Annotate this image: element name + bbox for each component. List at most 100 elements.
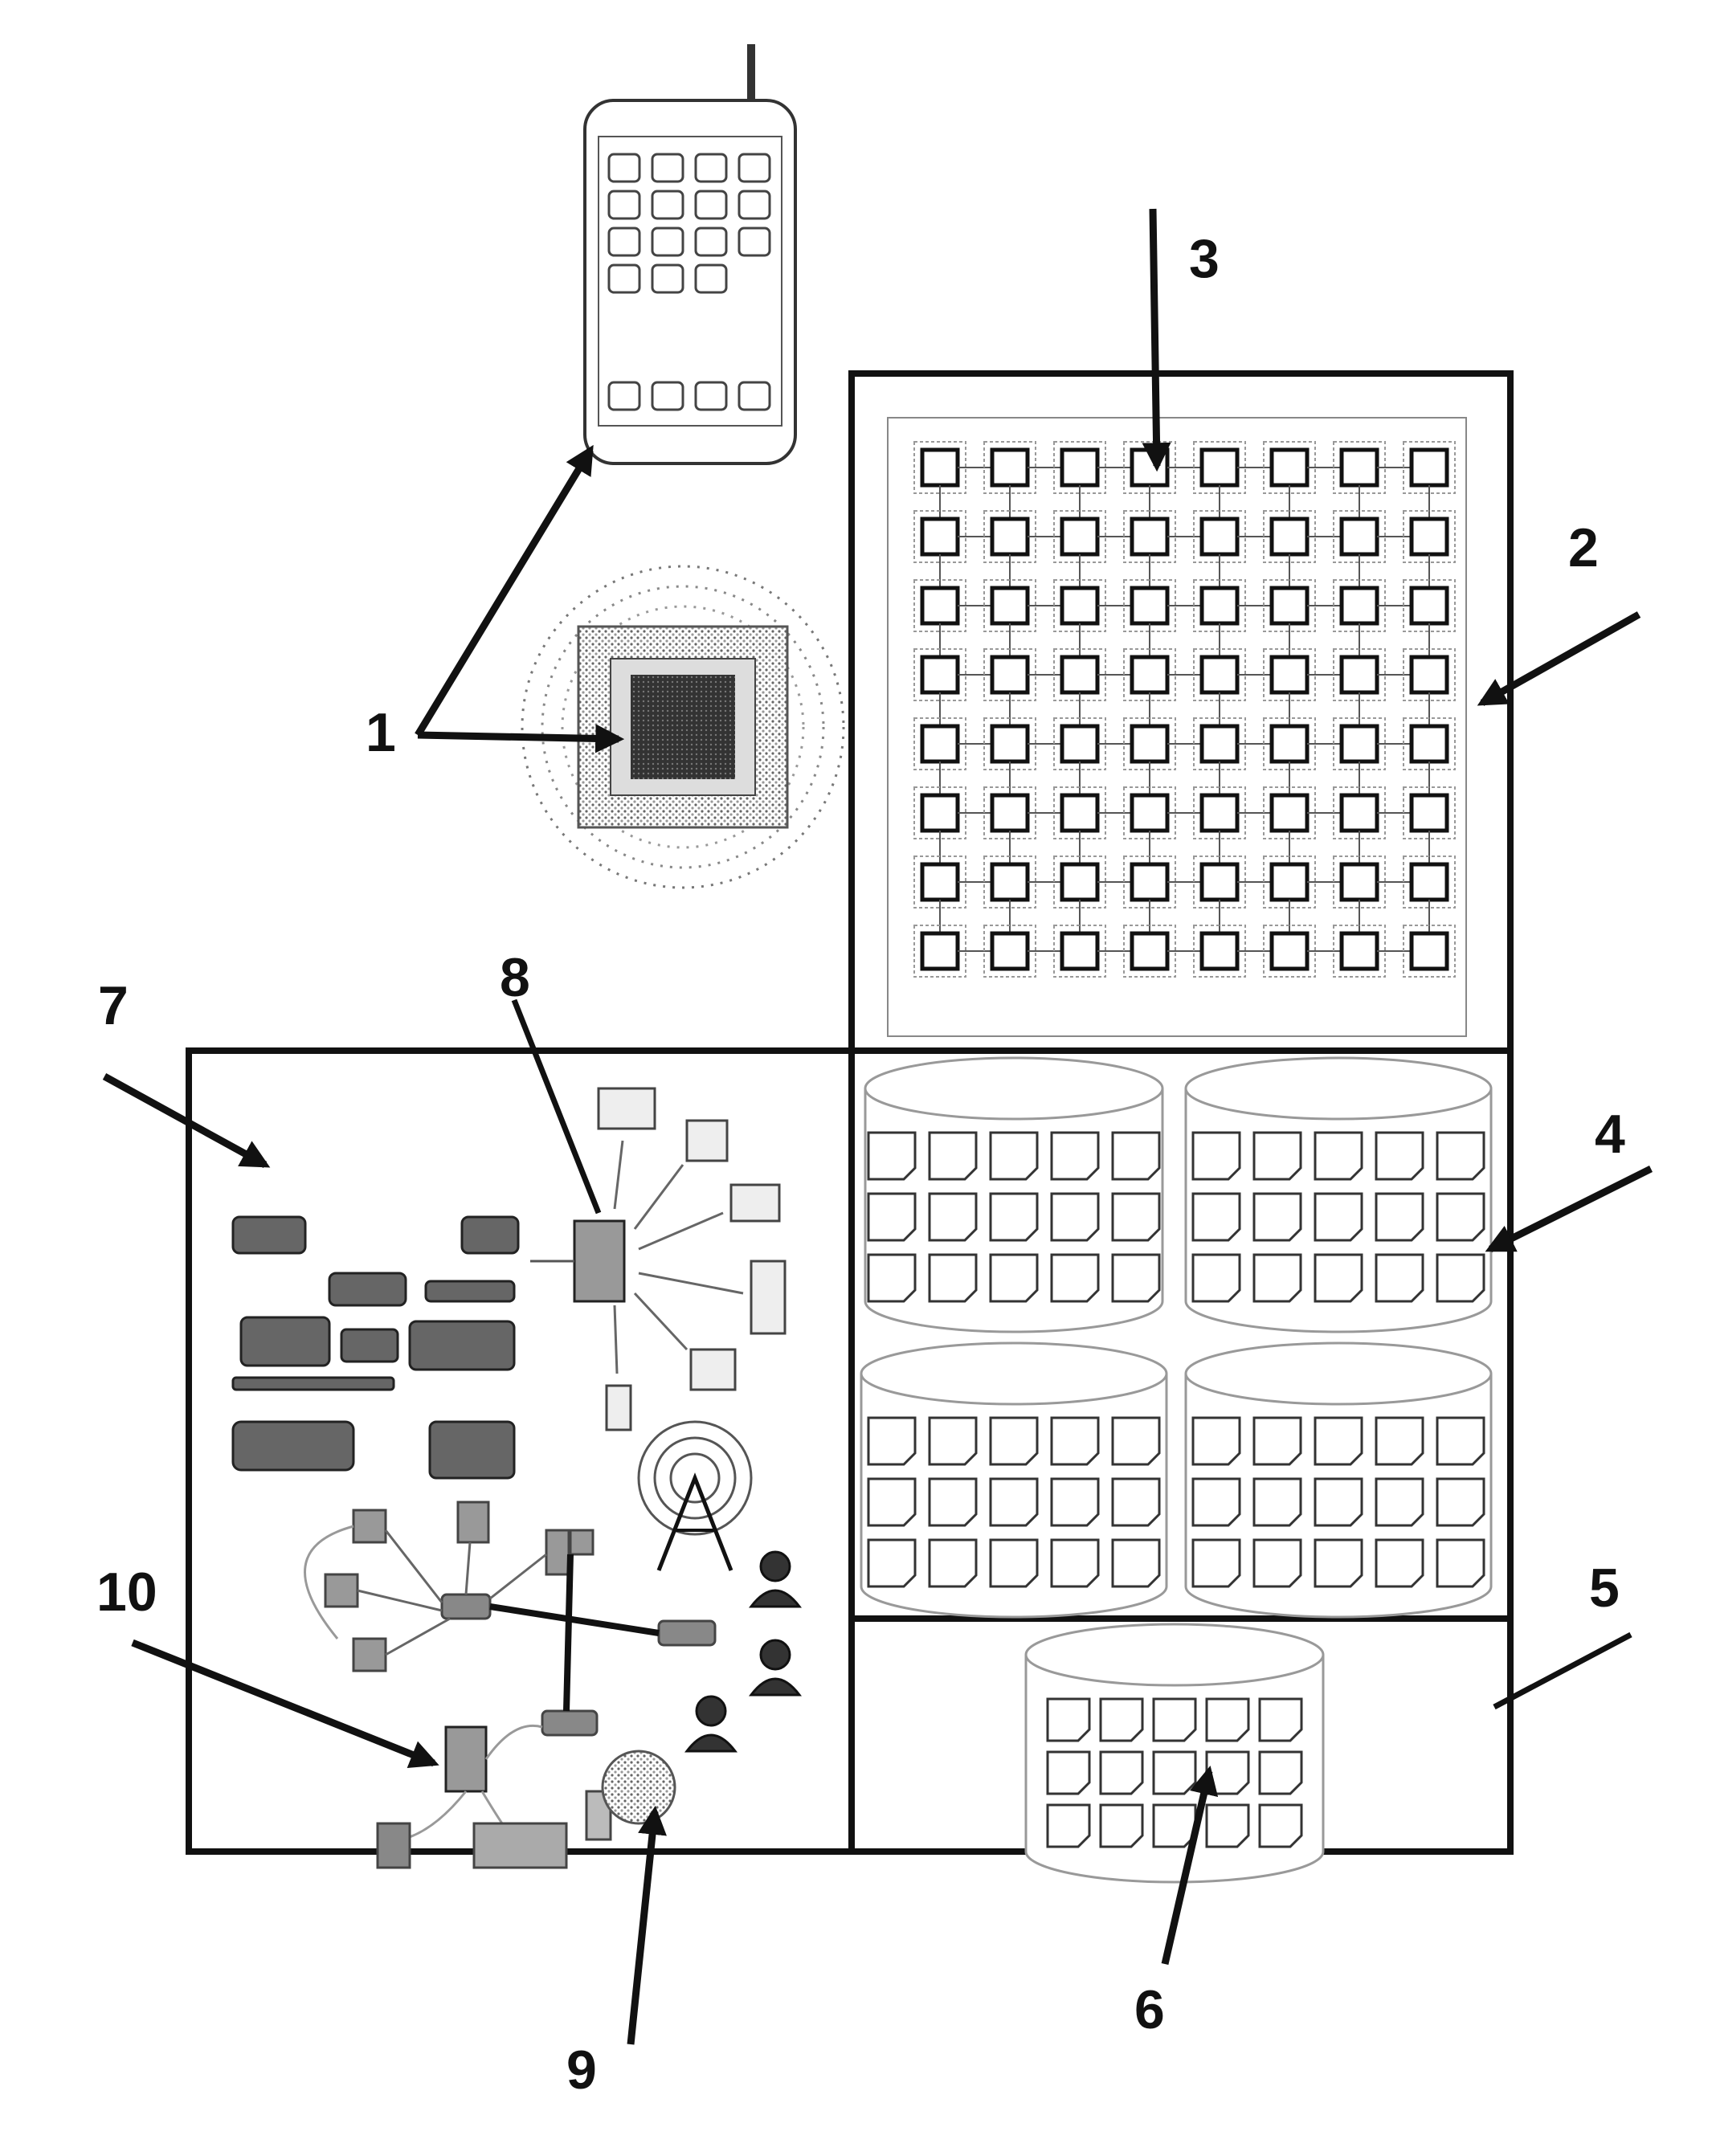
- processor-cell-frame: [1053, 648, 1106, 701]
- processor-cell: [1339, 862, 1379, 902]
- processor-cell: [920, 793, 960, 833]
- processor-cell-frame: [1053, 579, 1106, 632]
- processor-cell: [920, 517, 960, 557]
- record-document: [1152, 1750, 1197, 1795]
- processor-cell-frame: [1123, 717, 1176, 770]
- app-tile: [738, 153, 771, 183]
- app-tile: [694, 227, 728, 257]
- processor-cell: [1409, 862, 1449, 902]
- processor-cell: [1409, 724, 1449, 764]
- vehicle-icon: [231, 1215, 520, 1480]
- processor-cell: [1060, 724, 1100, 764]
- processor-cell-frame: [1123, 786, 1176, 839]
- processor-cell: [1130, 862, 1170, 902]
- processor-cell: [1339, 586, 1379, 626]
- record-document: [989, 1253, 1039, 1303]
- record-document: [1050, 1192, 1100, 1242]
- processor-cell: [1269, 655, 1310, 695]
- record-document: [1375, 1538, 1424, 1588]
- processor-cell-frame: [1263, 717, 1316, 770]
- processor-cell: [990, 724, 1030, 764]
- record-document: [1375, 1477, 1424, 1527]
- app-tile: [694, 190, 728, 220]
- record-document: [989, 1538, 1039, 1588]
- processor-cell-frame: [983, 855, 1036, 909]
- processor-cell: [1269, 586, 1310, 626]
- processor-cell-frame: [1053, 925, 1106, 978]
- record-document: [1252, 1192, 1302, 1242]
- database-cylinder: [1184, 1056, 1493, 1333]
- dock-tile: [694, 381, 728, 411]
- record-document: [989, 1192, 1039, 1242]
- processor-cell-frame: [1123, 855, 1176, 909]
- processor-cell-frame: [1333, 510, 1386, 563]
- processor-cell: [1130, 655, 1170, 695]
- record-document: [1046, 1803, 1091, 1848]
- processor-cell-frame: [913, 510, 966, 563]
- record-document: [1314, 1477, 1363, 1527]
- processor-cell: [1060, 655, 1100, 695]
- record-document: [1205, 1697, 1250, 1742]
- processor-cell-frame: [1053, 855, 1106, 909]
- record-document: [1436, 1131, 1485, 1181]
- record-document: [928, 1253, 978, 1303]
- processor-cell: [1339, 931, 1379, 971]
- processor-cell-frame: [1263, 579, 1316, 632]
- processor-cell: [1199, 586, 1240, 626]
- processor-cell: [990, 447, 1030, 488]
- record-document: [1111, 1477, 1161, 1527]
- record-document: [928, 1416, 978, 1466]
- record-document: [1205, 1803, 1250, 1848]
- record-document: [989, 1416, 1039, 1466]
- record-document: [1258, 1803, 1303, 1848]
- processor-cell-frame: [1403, 441, 1456, 494]
- app-tile: [694, 153, 728, 183]
- record-document: [1099, 1750, 1144, 1795]
- record-document: [1375, 1253, 1424, 1303]
- processor-cell-frame: [983, 717, 1036, 770]
- app-tile: [738, 227, 771, 257]
- leader-arrows: [102, 208, 1653, 2045]
- processor-cell: [1269, 447, 1310, 488]
- app-tile: [607, 227, 641, 257]
- record-document: [928, 1192, 978, 1242]
- record-document: [1046, 1750, 1091, 1795]
- record-document: [1099, 1803, 1144, 1848]
- record-document: [1111, 1131, 1161, 1181]
- app-tile: [651, 190, 684, 220]
- database-cylinder: [864, 1056, 1164, 1333]
- processor-cell: [1409, 655, 1449, 695]
- processor-cell: [1409, 586, 1449, 626]
- processor-cell-frame: [1333, 579, 1386, 632]
- dock-tile: [651, 381, 684, 411]
- record-document: [1252, 1538, 1302, 1588]
- processor-cell-frame: [1263, 855, 1316, 909]
- ref-numeral-4: 4: [1595, 1104, 1625, 1165]
- processor-cell: [1060, 931, 1100, 971]
- processor-cell: [1060, 586, 1100, 626]
- record-document: [1050, 1538, 1100, 1588]
- processor-cell-frame: [1403, 925, 1456, 978]
- processor-cell-frame: [1263, 648, 1316, 701]
- processor-cell-frame: [983, 648, 1036, 701]
- processor-cell-frame: [983, 510, 1036, 563]
- processor-cell-frame: [1193, 855, 1246, 909]
- processor-cell: [1409, 793, 1449, 833]
- processor-cell: [1409, 447, 1449, 488]
- record-document: [1436, 1416, 1485, 1466]
- record-document: [1436, 1477, 1485, 1527]
- processor-cell: [1199, 517, 1240, 557]
- record-document: [1205, 1750, 1250, 1795]
- processor-cell-frame: [913, 786, 966, 839]
- record-document: [867, 1477, 917, 1527]
- record-document: [1046, 1697, 1091, 1742]
- processor-cell: [920, 655, 960, 695]
- processor-cell-frame: [1333, 786, 1386, 839]
- record-document: [1050, 1477, 1100, 1527]
- record-document: [1191, 1192, 1241, 1242]
- processor-cell-frame: [913, 717, 966, 770]
- ref-numeral-1: 1: [366, 702, 396, 763]
- processor-cell-frame: [983, 925, 1036, 978]
- processor-cell: [1339, 724, 1379, 764]
- record-document: [989, 1477, 1039, 1527]
